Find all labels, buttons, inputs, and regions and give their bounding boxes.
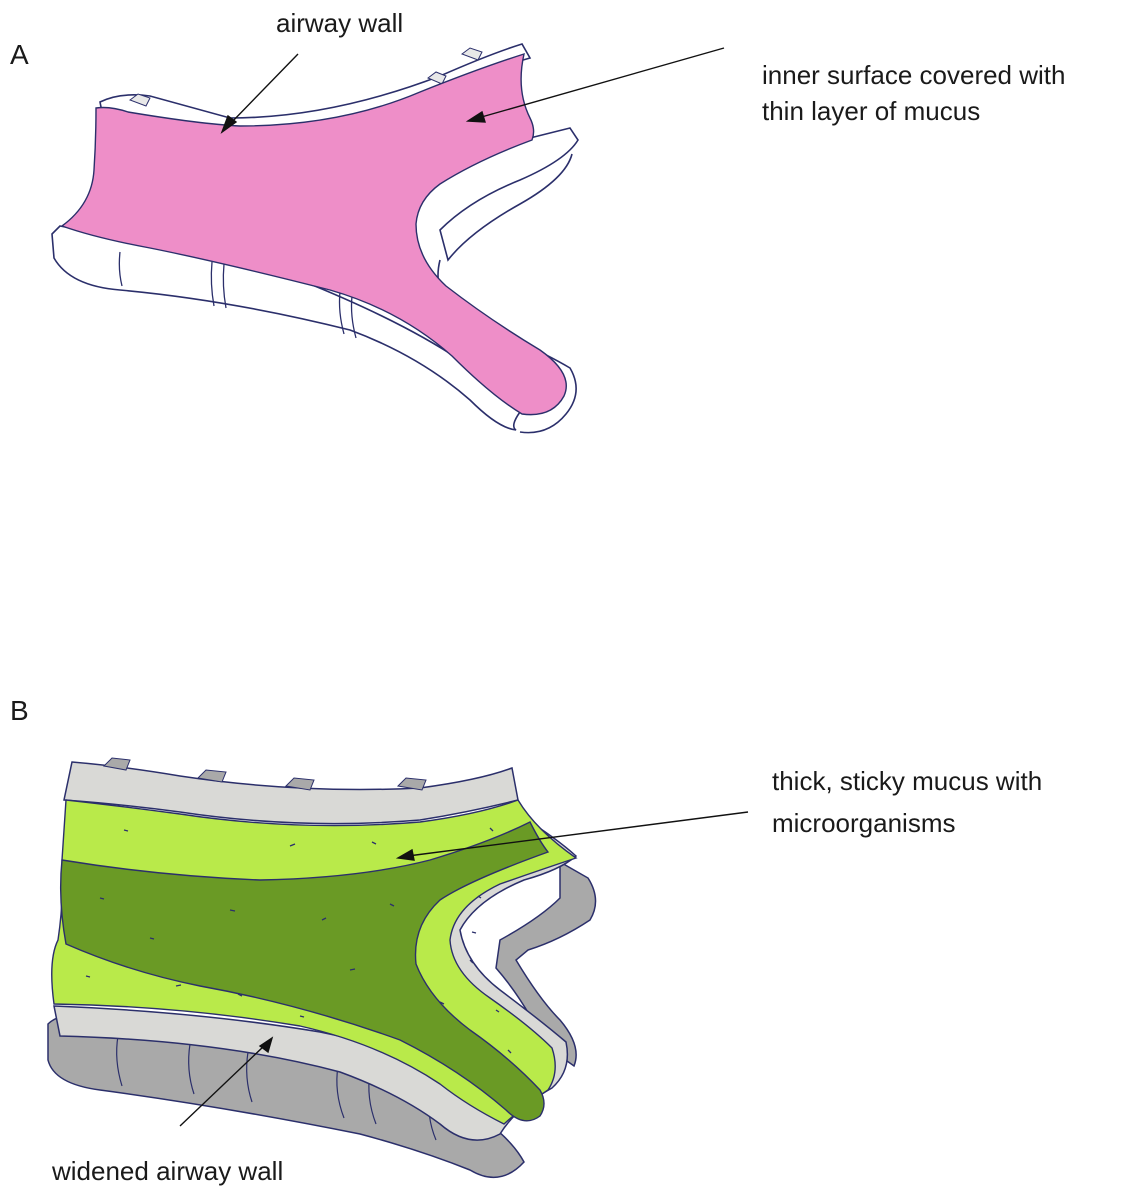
panel-a-illustration — [52, 44, 724, 433]
widened-airway-wall-label: widened airway wall — [52, 1154, 283, 1188]
panel-a-letter: A — [10, 38, 29, 72]
thick-mucus-label-line2: microorganisms — [772, 806, 956, 840]
inner-surface-label-line1: inner surface covered with — [762, 58, 1065, 92]
thick-mucus-label-line1: thick, sticky mucus with — [772, 764, 1042, 798]
inner-surface-label-line2: thin layer of mucus — [762, 94, 980, 128]
airway-wall-label: airway wall — [276, 6, 403, 40]
panel-b-illustration — [48, 758, 748, 1177]
panel-b-letter: B — [10, 694, 29, 728]
panel-a-wall-bump — [462, 48, 482, 60]
